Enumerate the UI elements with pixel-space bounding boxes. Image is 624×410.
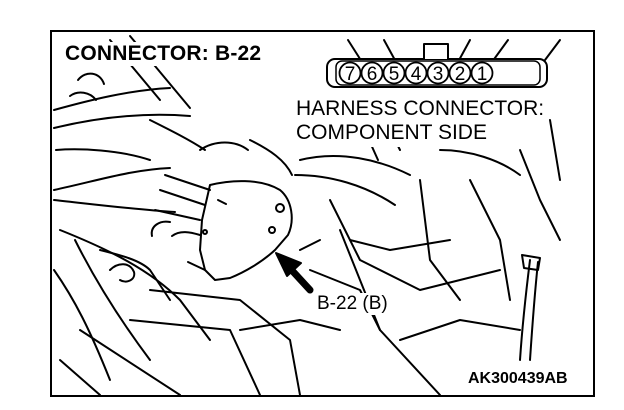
clip-shape	[77, 72, 105, 85]
pin-number: 7	[345, 64, 356, 85]
pin-circle	[404, 61, 428, 85]
pointer-arrow	[275, 252, 314, 294]
harness-label-line2: COMPONENT SIDE	[296, 121, 487, 144]
pin-number: 2	[455, 64, 466, 85]
pin-circle	[448, 61, 472, 85]
pin-circle	[338, 61, 362, 85]
pin-number: 1	[477, 64, 488, 85]
harness-connector-label: HARNESS CONNECTOR: COMPONENT SIDE	[294, 96, 548, 147]
figure-code: AK300439AB	[468, 370, 568, 387]
bolt-shape	[109, 263, 136, 283]
connector-lock-tab	[423, 43, 449, 60]
pin-circle	[470, 61, 494, 85]
component-callout-label: B-22 (B)	[315, 293, 390, 315]
connector-title: CONNECTOR: B-22	[63, 42, 266, 66]
pin-number: 3	[433, 64, 444, 85]
pin-number: 6	[367, 64, 378, 85]
hose-line	[53, 87, 171, 111]
harness-label-line1: HARNESS CONNECTOR:	[296, 97, 545, 120]
pin-circle	[360, 61, 384, 85]
pin-number: 5	[389, 64, 400, 85]
pin-number: 4	[411, 64, 422, 85]
component-body	[199, 180, 293, 281]
pin-circle	[382, 61, 406, 85]
pin-circle	[426, 61, 450, 85]
